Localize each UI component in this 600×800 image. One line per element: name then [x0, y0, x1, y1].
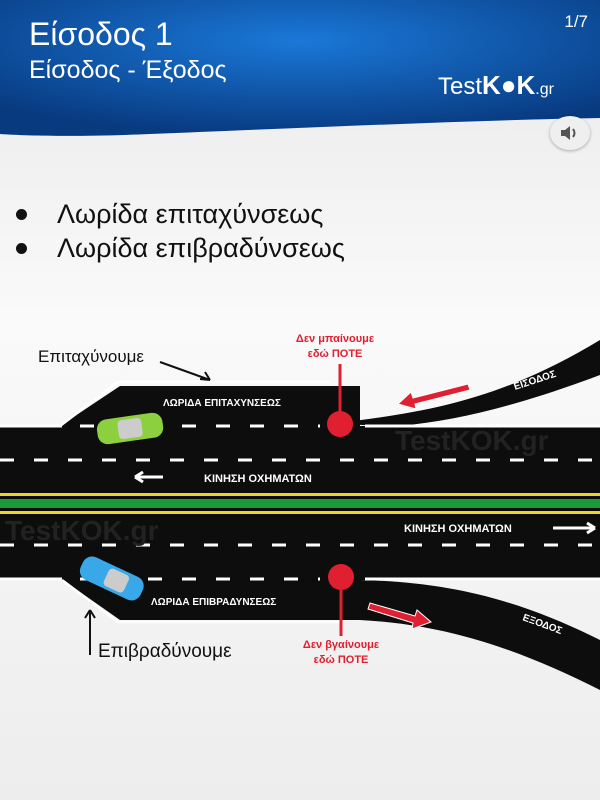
- never-exit-label: Δεν βγαίνουμε: [303, 639, 380, 651]
- sound-button[interactable]: [550, 116, 590, 150]
- green-car: [96, 412, 164, 445]
- testkok-logo: TestK●K.gr: [438, 70, 554, 100]
- watermark: TestKOK.gr: [395, 425, 549, 456]
- slide-subtitle: Είσοδος - Έξοδος: [29, 56, 227, 84]
- slide-title: Είσοδος 1: [29, 16, 173, 52]
- svg-text:εδώ ΠΟΤΕ: εδώ ΠΟΤΕ: [314, 654, 369, 666]
- right-traffic-arrow: [553, 521, 596, 535]
- bullet-item: Λωρίδα επιταχύνσεως: [14, 197, 345, 231]
- bullet-list: Λωρίδα επιταχύνσεως Λωρίδα επιβραδύνσεως: [14, 197, 345, 265]
- blue-car: [79, 556, 144, 601]
- entry-arrow: [397, 383, 471, 410]
- watermark: TestKOK.gr: [5, 515, 159, 546]
- deceleration-lane-label: ΛΩΡΙΔΑ ΕΠΙΒΡΑΔΥΝΣΕΩΣ: [151, 597, 276, 608]
- exit-arrow: [367, 602, 432, 630]
- speaker-icon: [561, 126, 576, 140]
- no-exit-marker: [328, 564, 354, 590]
- traffic-direction-left-label: ΚΙΝΗΣΗ ΟΧΗΜΑΤΩΝ: [204, 473, 312, 485]
- decelerate-pointer-arrow: [84, 609, 96, 655]
- accelerate-pointer-arrow: [159, 361, 211, 381]
- accelerate-label: Επιταχύνουμε: [38, 347, 144, 366]
- acceleration-lane-label: ΛΩΡΙΔΑ ΕΠΙΤΑΧΥΝΣΕΩΣ: [163, 398, 281, 409]
- page-counter: 1/7: [564, 12, 588, 31]
- decelerate-label: Επιβραδύνουμε: [98, 641, 232, 662]
- no-entry-marker: [327, 411, 353, 437]
- never-enter-label: Δεν μπαίνουμε: [296, 333, 375, 345]
- svg-text:εδώ ΠΟΤΕ: εδώ ΠΟΤΕ: [308, 348, 363, 360]
- traffic-direction-right-label: ΚΙΝΗΣΗ ΟΧΗΜΑΤΩΝ: [404, 523, 512, 535]
- bullet-item: Λωρίδα επιβραδύνσεως: [14, 231, 345, 265]
- deceleration-lane: [60, 578, 600, 690]
- acceleration-lane: [60, 386, 600, 428]
- highway-diagram: TestKOK.gr TestKOK.gr Επιταχύνουμε Επιβρ…: [0, 333, 600, 690]
- header-banner: [0, 0, 600, 136]
- entry-ramp: [330, 340, 600, 426]
- left-traffic-arrow: [134, 470, 163, 484]
